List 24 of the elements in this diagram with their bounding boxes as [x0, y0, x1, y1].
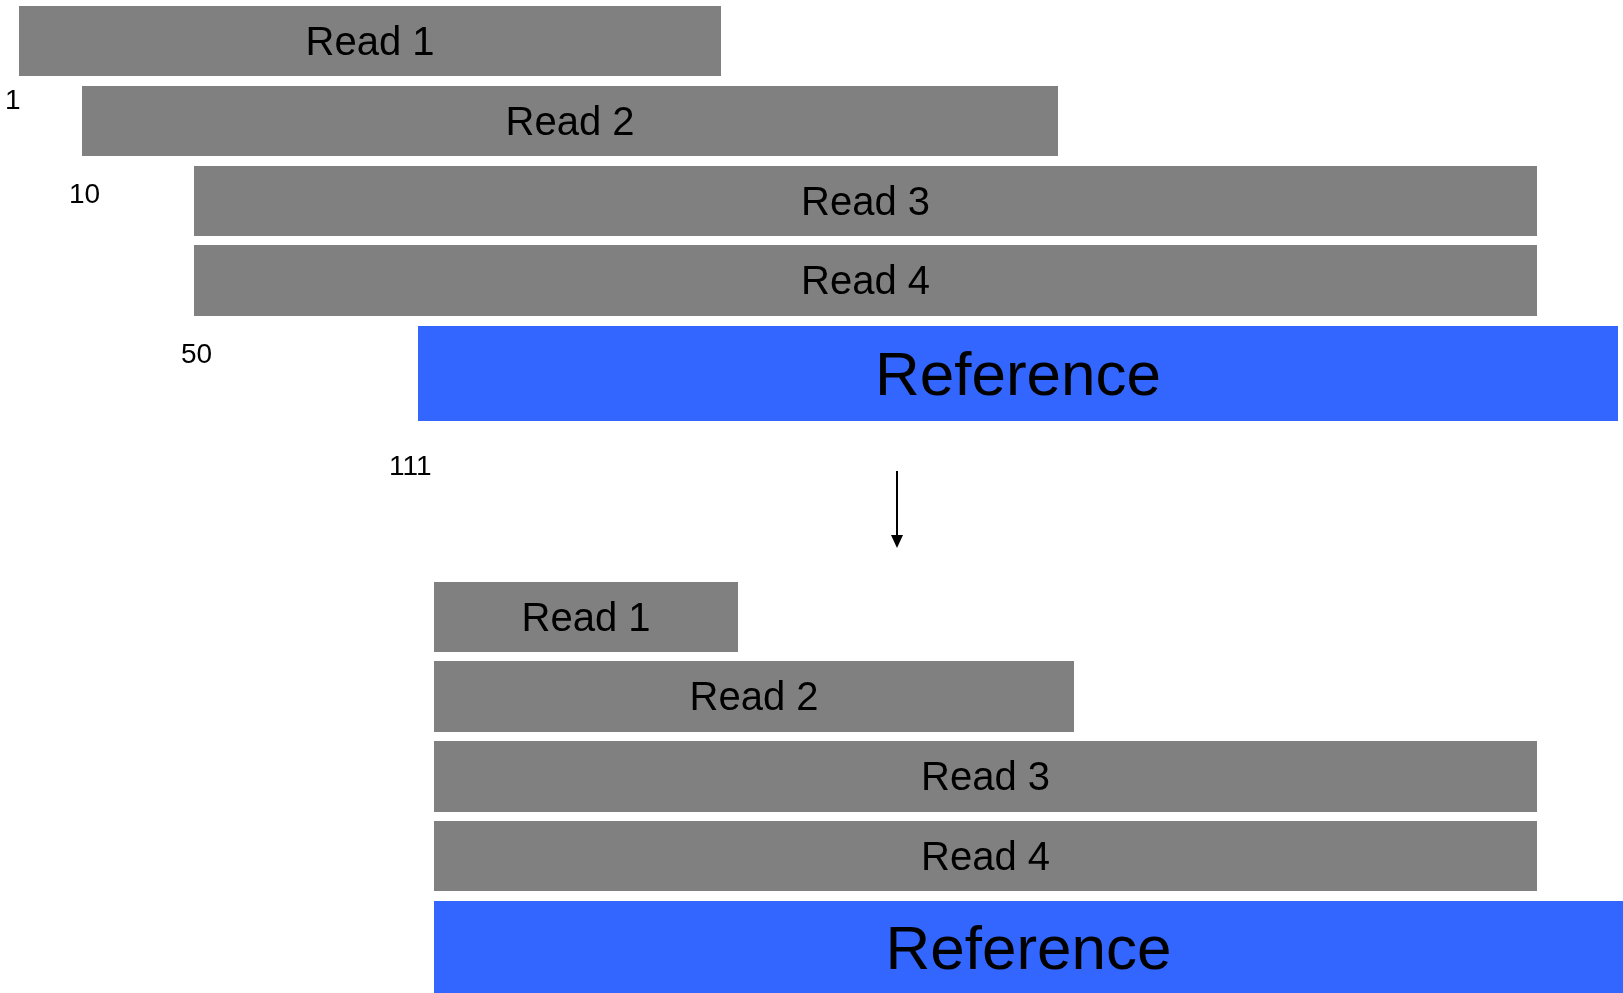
reference-bar	[434, 901, 1623, 993]
bar-label: Read 4	[921, 833, 1050, 879]
bar-label: Read 1	[305, 18, 435, 64]
bar-label: Reference	[885, 911, 1172, 983]
read-bar	[194, 245, 1537, 316]
read-bar	[434, 741, 1537, 812]
read-bar	[19, 6, 721, 76]
bar-label: Read 1	[521, 594, 651, 640]
bar-label: Reference	[874, 338, 1162, 409]
bar-label: Read 3	[921, 754, 1050, 799]
position-number: 111	[389, 450, 432, 482]
bar-label: Read 4	[801, 258, 930, 303]
read-bar	[434, 821, 1537, 891]
bar-label: Read 2	[505, 98, 635, 144]
read-bar	[434, 582, 738, 652]
read-bar	[194, 166, 1537, 236]
position-number: 50	[181, 338, 213, 370]
reference-bar	[418, 326, 1618, 421]
bar-label: Read 3	[801, 178, 930, 224]
position-number: 1	[5, 84, 21, 116]
read-bar	[82, 86, 1058, 156]
read-bar	[434, 661, 1074, 732]
bar-label: Read 2	[689, 674, 819, 719]
position-number: 10	[69, 178, 101, 210]
